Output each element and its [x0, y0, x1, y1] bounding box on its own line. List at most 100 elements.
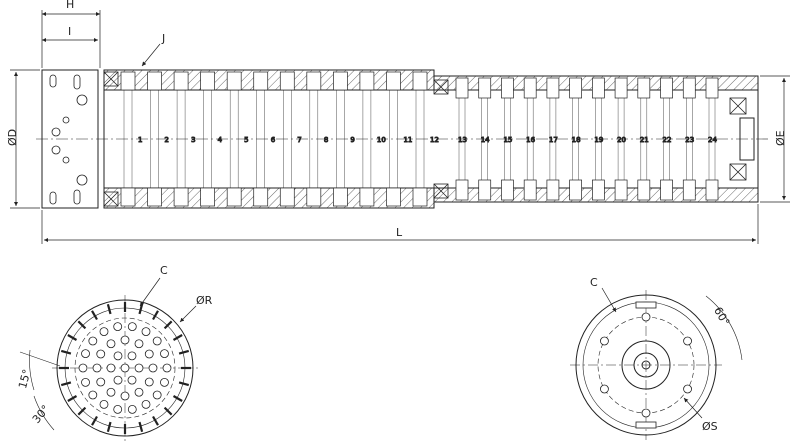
port-hole: [127, 351, 137, 361]
port-hole: [134, 339, 144, 349]
channel-number: 11: [403, 136, 412, 144]
groove-lower-top: [523, 77, 537, 99]
port-hole: [99, 399, 109, 409]
groove-upper-bottom: [200, 187, 215, 207]
groove-upper-top: [147, 71, 162, 91]
port-hole: [127, 404, 137, 414]
angle-mark-60: [705, 295, 743, 361]
port-hole: [113, 322, 123, 332]
leader-J: [141, 43, 161, 67]
label-R: ØR: [196, 294, 213, 307]
groove-lower-bottom: [592, 179, 605, 201]
channel-number: 10: [377, 136, 386, 144]
label-D: ØD: [6, 129, 19, 146]
channel-number: 17: [549, 136, 558, 144]
groove-upper-bottom: [226, 187, 242, 207]
groove-upper-top: [279, 71, 295, 91]
channel-number: 19: [594, 136, 603, 144]
channel-number: 2: [165, 136, 169, 144]
groove-lower-bottom: [682, 179, 696, 201]
groove-lower-top: [569, 77, 582, 99]
port-hole: [113, 404, 123, 414]
port-hole: [160, 377, 169, 387]
port-hole: [134, 387, 144, 397]
label-E: ØE: [774, 130, 787, 146]
channel-number: 9: [350, 136, 354, 144]
rim-slot: [163, 406, 173, 416]
groove-lower-top: [478, 77, 492, 99]
groove-upper-bottom: [306, 187, 322, 207]
dim-D: [10, 69, 40, 209]
groove-upper-top: [120, 71, 136, 91]
label-C-right: C: [590, 276, 598, 289]
channel-number: 18: [572, 136, 581, 144]
port-hole: [113, 351, 123, 361]
leader-S: [683, 397, 703, 419]
groove-lower-top: [660, 77, 673, 99]
bolt-hole: [600, 336, 609, 346]
groove-lower-bottom: [501, 179, 514, 201]
angle-marks-left: [19, 349, 61, 431]
bolt-hole: [641, 312, 651, 322]
groove-upper-bottom: [173, 187, 189, 207]
port-hole: [134, 363, 144, 373]
groove-upper-bottom: [253, 187, 269, 207]
rim-notch: [635, 421, 657, 429]
groove-upper-top: [253, 71, 269, 91]
groove-upper-top: [386, 71, 401, 91]
groove-upper-top: [306, 71, 322, 91]
label-angle60: 60°: [711, 305, 732, 328]
port-hole: [88, 336, 98, 346]
head-ports: [49, 74, 88, 205]
groove-upper-top: [333, 71, 348, 91]
rim-slot: [178, 349, 190, 355]
port-hole: [127, 322, 137, 332]
channel-number: 15: [503, 136, 512, 144]
channel-number: 24: [708, 136, 717, 144]
port-hole: [88, 390, 98, 400]
dim-H: [41, 10, 101, 68]
groove-upper-bottom: [120, 187, 136, 207]
rim-slot: [178, 381, 190, 387]
groove-lower-top: [455, 77, 469, 99]
rim-slot: [172, 334, 183, 341]
rim-slot: [152, 415, 159, 426]
bolt-hole: [641, 408, 651, 418]
port-hole: [162, 363, 172, 373]
bolt-hole: [683, 384, 692, 394]
rim-slot: [77, 406, 87, 416]
port-hole: [120, 363, 130, 373]
port-hole: [106, 363, 116, 373]
rim-slot: [67, 395, 78, 402]
groove-lower-top: [592, 77, 605, 99]
channel-number: 23: [685, 136, 694, 144]
port-hole: [120, 391, 130, 401]
channel-number: 21: [640, 136, 649, 144]
channel-number: 5: [244, 136, 248, 144]
channel-number: 6: [271, 136, 276, 144]
groove-upper-top: [226, 71, 242, 91]
port-hole: [152, 390, 162, 400]
channel-number: 7: [297, 136, 301, 144]
groove-upper-top: [412, 71, 428, 91]
label-I: I: [68, 25, 71, 38]
channel-number: 22: [663, 136, 672, 144]
groove-upper-bottom: [359, 187, 375, 207]
port-hole: [96, 377, 106, 387]
end-view-right: [570, 290, 722, 440]
channel-number: 8: [324, 136, 328, 144]
end-view-left: [52, 295, 198, 441]
port-hole: [160, 349, 169, 359]
groove-upper-bottom: [279, 187, 295, 207]
seal-boxes: [103, 71, 747, 207]
rim-slot: [67, 334, 78, 341]
label-C-left: C: [160, 264, 168, 277]
groove-lower-top: [614, 77, 628, 99]
groove-upper-bottom: [386, 187, 401, 207]
label-angle30: 30°: [30, 403, 52, 426]
rim-slot: [91, 415, 98, 426]
label-H: H: [66, 0, 74, 11]
